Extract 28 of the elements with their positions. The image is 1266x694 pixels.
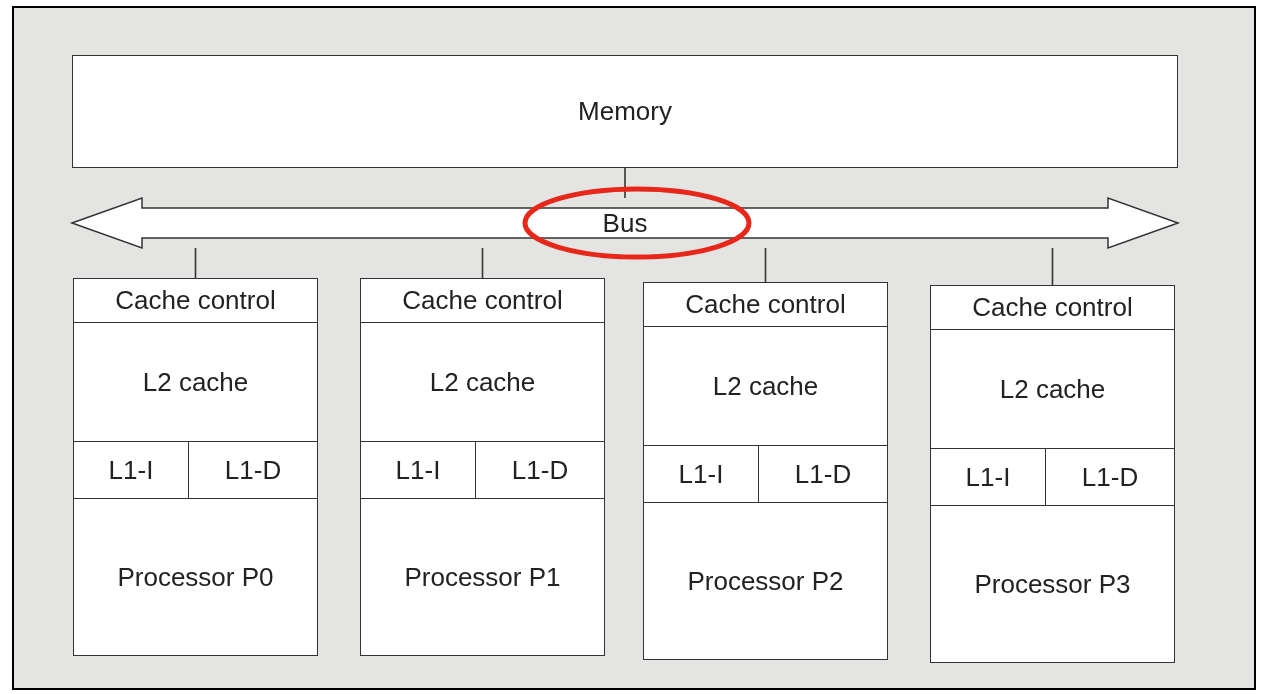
cache-control-box: Cache control (930, 285, 1175, 330)
l1-cache-box: L1-I (643, 445, 759, 503)
l1-cache-box: L1-D (758, 445, 888, 503)
bus-label: Bus (602, 206, 648, 240)
l2-cache-box: L2 cache (360, 322, 605, 442)
cache-control-box: Cache control (360, 278, 605, 323)
connector-line (764, 247, 767, 283)
l1-cache-box: L1-D (475, 441, 605, 499)
l1-cache-box: L1-D (188, 441, 318, 499)
l1-cache-box: L1-I (360, 441, 476, 499)
cache-control-box: Cache control (73, 278, 318, 323)
l2-cache-box: L2 cache (643, 326, 888, 446)
connector-line (481, 247, 484, 279)
processor-box: Processor P0 (73, 498, 318, 656)
memory-box: Memory (72, 55, 1178, 168)
cache-control-box: Cache control (643, 282, 888, 327)
l2-cache-box: L2 cache (930, 329, 1175, 449)
l1-cache-box: L1-I (930, 448, 1046, 506)
bus-bar (72, 198, 1178, 248)
processor-box: Processor P2 (643, 502, 888, 660)
l1-cache-box: L1-D (1045, 448, 1175, 506)
connector-line (194, 247, 197, 279)
connector-line (1051, 247, 1054, 286)
connector-line (624, 167, 626, 199)
l1-cache-box: L1-I (73, 441, 189, 499)
processor-box: Processor P3 (930, 505, 1175, 663)
l2-cache-box: L2 cache (73, 322, 318, 442)
processor-box: Processor P1 (360, 498, 605, 656)
